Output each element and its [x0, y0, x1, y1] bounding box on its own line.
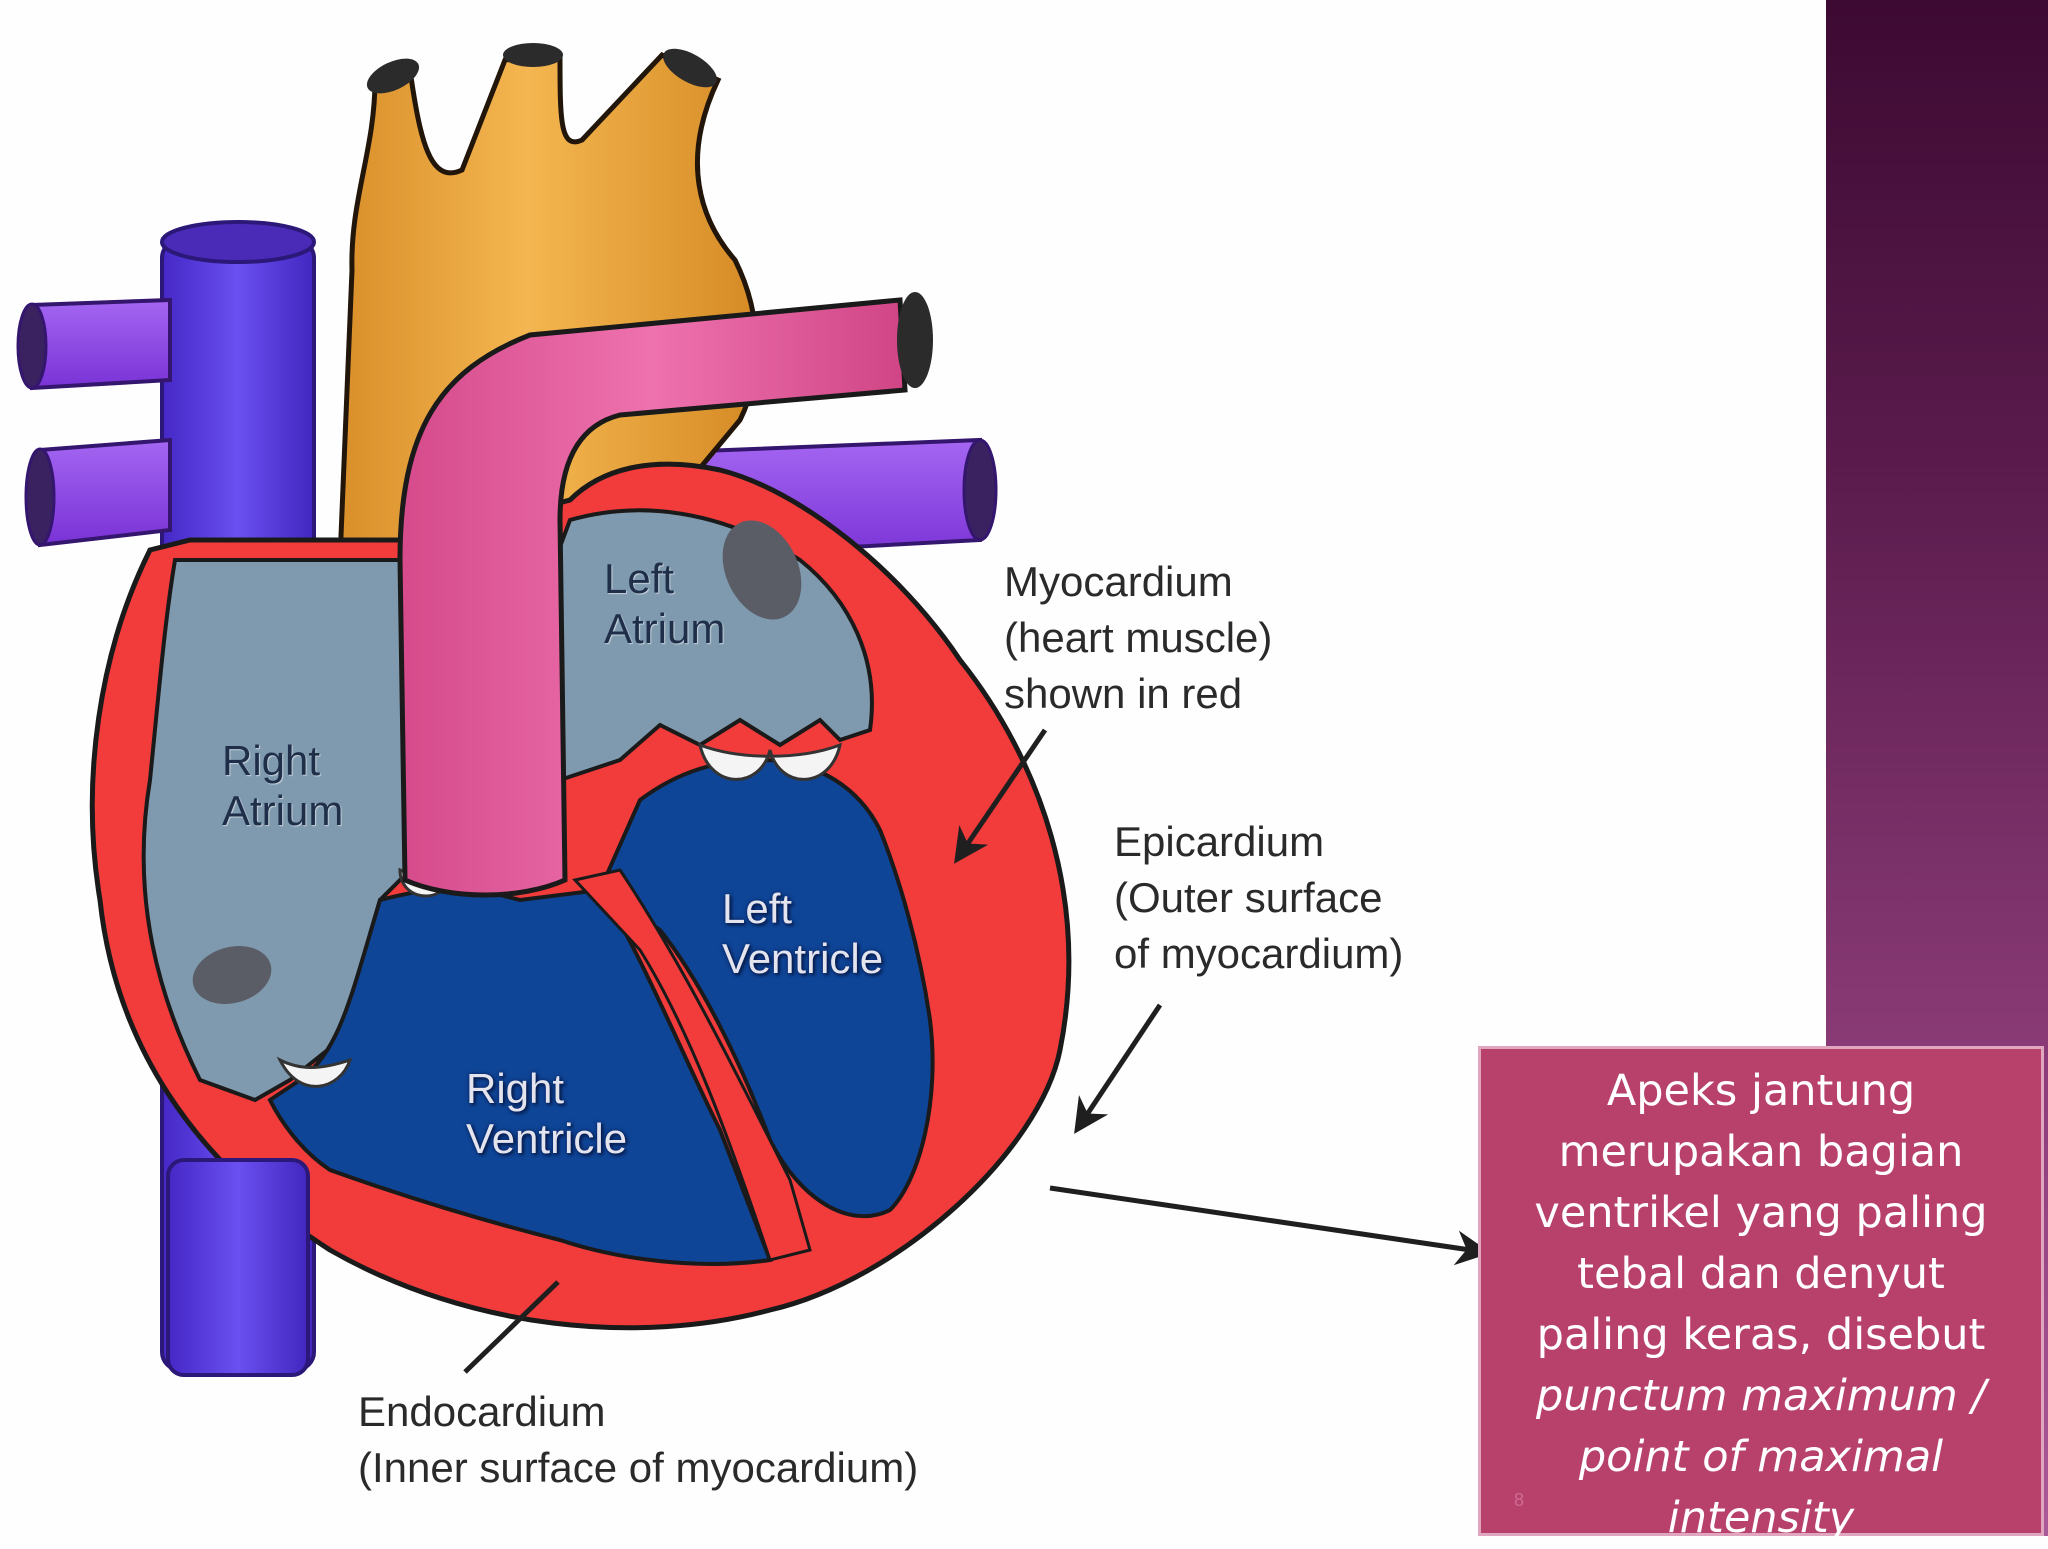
endocardium-pointer: [463, 1280, 560, 1374]
callout-line: Apeks jantung: [1606, 1066, 1916, 1116]
callout-italic-line: point of maximal: [1578, 1432, 1944, 1482]
callout-italic-line: punctum maximum /: [1536, 1371, 1986, 1421]
septum: [572, 868, 812, 1262]
callout-line: tebal dan denyut: [1577, 1249, 1945, 1299]
callout-line: merupakan bagian: [1558, 1127, 1964, 1177]
callout-line: paling keras, disebut: [1536, 1310, 1986, 1360]
heart-diagram: [16, 43, 1491, 1377]
myocardium-pointer: [954, 728, 1048, 864]
epicardium-pointer: [1074, 1003, 1163, 1134]
myocardium-label: Myocardium(heart muscle)shown in red: [1004, 558, 1273, 717]
callout-line: ventrikel yang paling: [1534, 1188, 1988, 1238]
endocardium-label: Endocardium(Inner surface of myocardium): [358, 1388, 919, 1491]
pulmonary-trunk: [397, 292, 933, 898]
callout-italic-line: intensity: [1667, 1493, 1855, 1543]
apex-arrow: [1049, 1185, 1491, 1266]
inferior-vena-cava: [166, 1158, 310, 1377]
apex-callout-box: Apeks jantung merupakan bagian ventrikel…: [1478, 1046, 2044, 1543]
right-pulmonary-veins: [16, 297, 172, 548]
slide-number: 8: [1514, 1490, 1525, 1510]
